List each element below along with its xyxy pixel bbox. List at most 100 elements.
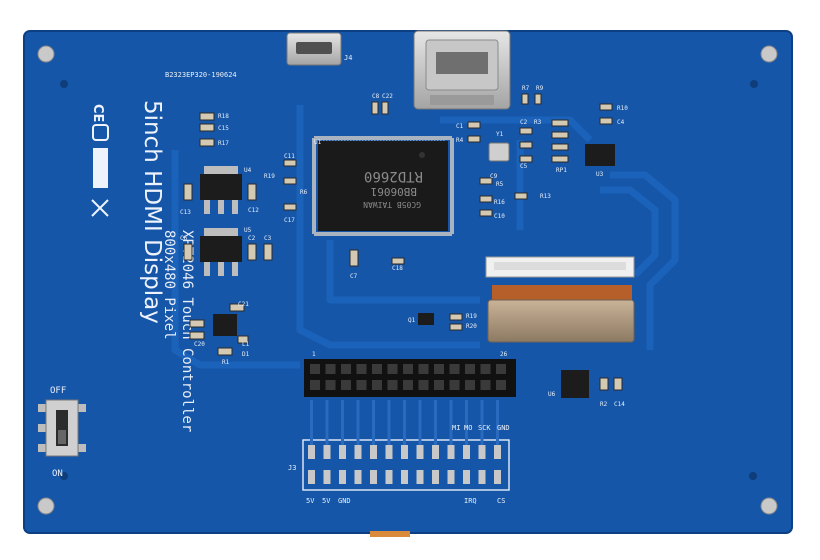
svg-text:R18: R18 [218, 113, 229, 120]
header-pin-socket [310, 364, 320, 374]
svg-text:C12: C12 [248, 207, 259, 214]
header-pad [478, 400, 486, 484]
header-pad [432, 400, 439, 484]
pin-label-mo: MO [464, 424, 472, 432]
header-pad [385, 400, 393, 484]
svg-text:R16: R16 [494, 199, 505, 206]
svg-text:R17: R17 [218, 140, 229, 147]
svg-text:Y1: Y1 [496, 131, 504, 138]
svg-text:C22: C22 [382, 93, 393, 100]
svg-text:C5: C5 [520, 163, 528, 170]
pin-labels-bottom: 5V 5V GND IRQ CS [306, 497, 505, 505]
svg-text:Q1: Q1 [408, 317, 416, 324]
svg-text:U5: U5 [244, 227, 252, 234]
micro-usb-port: J4 [286, 32, 352, 66]
svg-text:L1: L1 [242, 341, 250, 348]
svg-text:R5: R5 [496, 181, 504, 188]
header-pin-1-label: 1 [312, 351, 316, 358]
svg-text:C4: C4 [617, 119, 625, 126]
certification-marks: CE [90, 104, 109, 217]
header-pin-socket [356, 380, 367, 390]
header-pad-footprint: J3 [288, 400, 510, 491]
svg-text:C17: C17 [284, 217, 295, 224]
header-pin-socket [496, 364, 506, 374]
svg-text:C7: C7 [350, 273, 358, 280]
header-pin-socket [449, 380, 460, 390]
fpc-ribbon-connector [485, 256, 635, 343]
header-pad [323, 400, 331, 484]
svg-text:R9: R9 [536, 85, 544, 92]
bottom-edge-tab [370, 531, 410, 537]
svg-text:U1: U1 [314, 139, 322, 146]
board-touch-controller: XPT2046 Touch Controller [179, 230, 195, 432]
header-pin-socket [387, 364, 398, 374]
usb-label: J4 [344, 54, 352, 62]
header-pad [354, 400, 362, 484]
mounting-holes [37, 45, 778, 515]
voltage-regulators [200, 166, 242, 276]
header-pin-socket [372, 380, 382, 390]
svg-text:R10: R10 [617, 105, 628, 112]
pin-label-mi: MI [452, 424, 460, 432]
svg-text:C3: C3 [264, 235, 272, 242]
header-label: J3 [288, 464, 296, 472]
svg-text:R13: R13 [540, 193, 551, 200]
svg-text:C14: C14 [614, 401, 625, 408]
board-serial: B2323EP320-190624 [165, 71, 237, 79]
hdmi-port [413, 30, 511, 110]
header-pin-socket [325, 364, 336, 374]
header-pin-socket [372, 364, 382, 374]
pin-labels-top: MI MO SCK GND [452, 424, 510, 432]
header-pin-socket [403, 380, 413, 390]
pin-label-gnd-top: GND [497, 424, 510, 432]
header-pin-socket [465, 364, 475, 374]
svg-text:C20: C20 [194, 341, 205, 348]
header-pin-socket [480, 364, 491, 374]
header-pad [463, 400, 470, 484]
passive-components [183, 93, 623, 391]
svg-text:RP1: RP1 [556, 167, 567, 174]
board-resolution: 800x480 Pixel [161, 230, 177, 340]
svg-text:R4: R4 [456, 137, 464, 144]
header-pin-socket [310, 380, 320, 390]
switch-on-label: ON [52, 469, 63, 479]
header-pad [401, 400, 408, 484]
svg-text:U4: U4 [244, 167, 252, 174]
svg-text:C9: C9 [490, 173, 498, 180]
svg-text:R19: R19 [466, 313, 477, 320]
svg-text:C13: C13 [180, 209, 191, 216]
gpio-header: 1 26 [304, 351, 516, 397]
svg-text:C21: C21 [238, 301, 249, 308]
header-pad [339, 400, 346, 484]
pin-label-cs: CS [497, 497, 505, 505]
svg-text:D1: D1 [242, 351, 250, 358]
header-pin-socket [465, 380, 475, 390]
header-pad [494, 400, 501, 484]
small-components [213, 142, 615, 398]
header-pin-socket [418, 364, 429, 374]
svg-text:C2: C2 [520, 119, 528, 126]
chip-line2: BB06061 [371, 185, 417, 198]
chip-line3: GC05B TAIWAN [363, 200, 421, 209]
svg-text:R6: R6 [300, 189, 308, 196]
svg-text:R20: R20 [466, 323, 477, 330]
svg-text:C1: C1 [456, 123, 464, 130]
board-title: 5inch HDMI Display [139, 100, 165, 324]
header-pad [416, 400, 424, 484]
header-pin-socket [325, 380, 336, 390]
header-pin-socket [341, 364, 351, 374]
header-pad [308, 400, 315, 484]
svg-text:C10: C10 [494, 213, 505, 220]
pin-label-sck: SCK [478, 424, 491, 432]
main-chip: RTD2660 BB06061 GC05B TAIWAN [312, 136, 454, 236]
header-pin-26-label: 26 [500, 351, 508, 358]
header-pin-socket [449, 364, 460, 374]
svg-text:R7: R7 [522, 85, 530, 92]
svg-text:R2: R2 [600, 401, 608, 408]
svg-text:R1: R1 [222, 359, 230, 366]
header-pin-socket [387, 380, 398, 390]
switch-off-label: OFF [50, 386, 66, 396]
header-pin-socket [480, 380, 491, 390]
svg-text:C15: C15 [218, 125, 229, 132]
